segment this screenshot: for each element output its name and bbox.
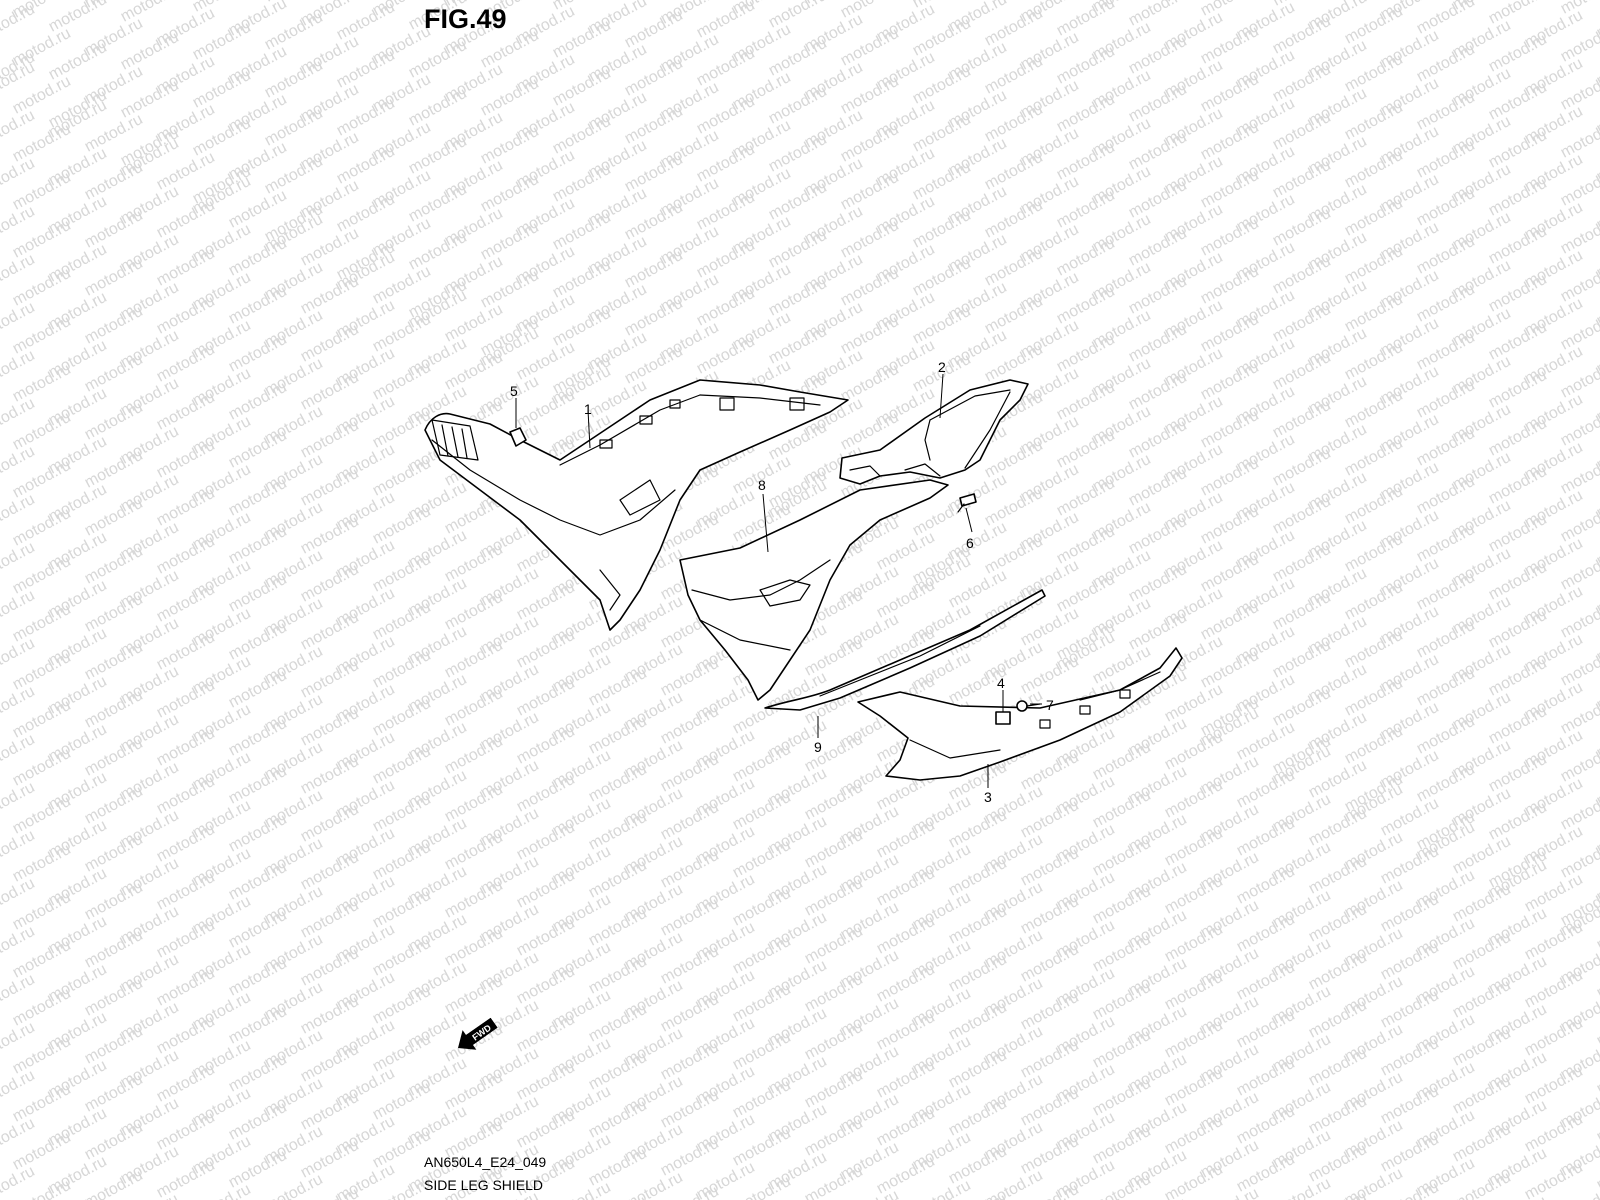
callout-3: 3 — [984, 789, 992, 805]
leader-lines — [515, 373, 1042, 788]
figure-code: AN650L4_E24_049 — [424, 1154, 547, 1170]
figure-name: SIDE LEG SHIELD — [424, 1177, 544, 1193]
vent-grille — [431, 419, 479, 461]
figure-title: FIG.49 — [424, 4, 507, 34]
part-4-nut[interactable] — [995, 711, 1011, 725]
callout-6: 6 — [966, 535, 974, 551]
callout-9: 9 — [814, 739, 822, 755]
part-7-bolt[interactable] — [1016, 700, 1041, 712]
part-3-lower-side-cover[interactable] — [857, 647, 1183, 781]
callout-7: 7 — [1046, 697, 1054, 713]
part-1-side-leg-shield-front[interactable] — [424, 379, 849, 631]
part-9-lower-trim-strip[interactable] — [764, 589, 1046, 711]
part-8-side-leg-shield-rear[interactable] — [679, 479, 949, 701]
callout-2: 2 — [938, 359, 946, 375]
part-5-clip[interactable] — [509, 427, 527, 447]
fwd-arrow-icon: FWD — [458, 1017, 498, 1050]
callout-5: 5 — [510, 383, 518, 399]
callout-1: 1 — [584, 401, 592, 417]
part-2-inner-bracket[interactable] — [839, 379, 1029, 485]
callout-8: 8 — [758, 477, 766, 493]
part-6-screw[interactable] — [957, 493, 977, 513]
callout-4: 4 — [997, 675, 1005, 691]
